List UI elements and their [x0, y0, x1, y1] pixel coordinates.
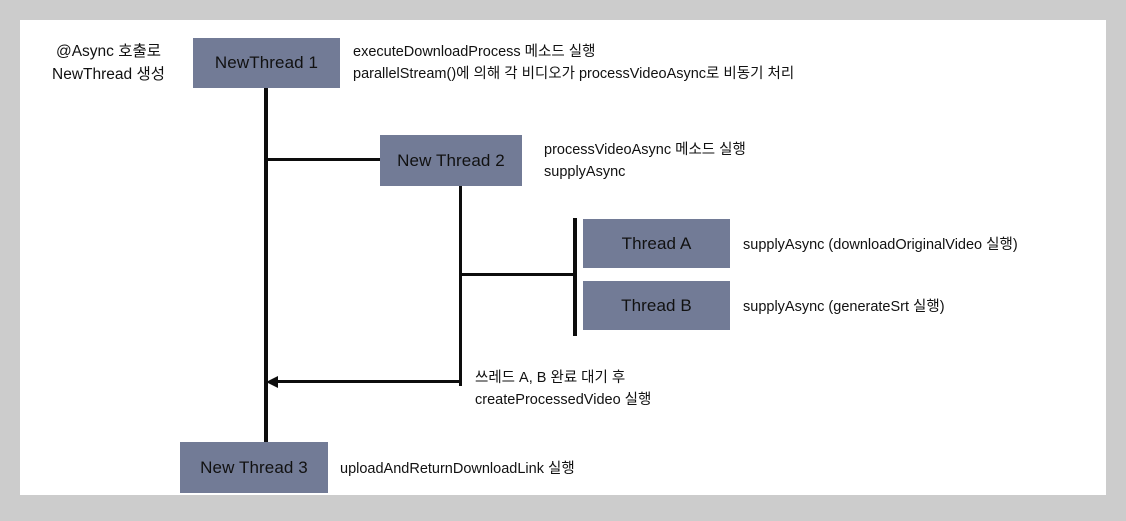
async-call-label: @Async 호출로 NewThread 생성: [26, 40, 191, 87]
thread1-to-thread2-branch: [264, 158, 388, 161]
thread1-trunk-line: [264, 88, 268, 444]
note-thread2: processVideoAsync 메소드 실행 supplyAsync: [544, 140, 746, 184]
note-join: 쓰레드 A, B 완료 대기 후 createProcessedVideo 실행: [475, 368, 651, 412]
note-join-line2: createProcessedVideo 실행: [475, 391, 652, 408]
note-thread1: executeDownloadProcess 메소드 실행 parallelSt…: [353, 42, 794, 86]
async-call-label-line2: NewThread 생성: [52, 66, 165, 84]
note-thread-a: supplyAsync (downloadOriginalVideo 실행): [743, 237, 1018, 253]
note-thread3: uploadAndReturnDownloadLink 실행: [340, 461, 575, 477]
thread-box-new-thread-3[interactable]: New Thread 3: [180, 442, 328, 493]
join-arrow-head: [266, 375, 278, 388]
thread2-to-ab-branch: [459, 273, 576, 276]
thread-box-new-thread-1[interactable]: NewThread 1: [193, 38, 340, 88]
join-arrow-line: [272, 380, 462, 383]
thread-box-thread-b[interactable]: Thread B: [583, 281, 730, 330]
note-thread1-line1: executeDownloadProcess 메소드 실행: [353, 44, 596, 60]
diagram-panel: @Async 호출로 NewThread 생성 NewThread 1 New …: [20, 20, 1106, 495]
note-thread2-line2: supplyAsync: [544, 163, 626, 180]
thread-ab-bracket-line: [573, 218, 577, 336]
thread2-trunk-line: [459, 186, 462, 386]
thread-box-new-thread-3-label: New Thread 3: [200, 457, 308, 477]
thread-box-thread-b-label: Thread B: [621, 295, 692, 315]
note-thread1-line2: parallelStream()에 의해 각 비디오가 processVideo…: [353, 65, 795, 82]
note-thread-b: supplyAsync (generateSrt 실행): [743, 299, 945, 315]
thread-box-new-thread-1-label: NewThread 1: [214, 53, 319, 72]
async-call-label-line1: @Async 호출로: [55, 43, 162, 60]
note-thread2-line1: processVideoAsync 메소드 실행: [544, 142, 746, 158]
thread-box-thread-a[interactable]: Thread A: [583, 219, 730, 268]
thread-box-new-thread-2-label: New Thread 2: [397, 150, 505, 170]
note-join-line1: 쓰레드 A, B 완료 대기 후: [475, 370, 626, 386]
thread-box-thread-a-label: Thread A: [621, 233, 692, 253]
thread-box-new-thread-2[interactable]: New Thread 2: [380, 135, 522, 186]
